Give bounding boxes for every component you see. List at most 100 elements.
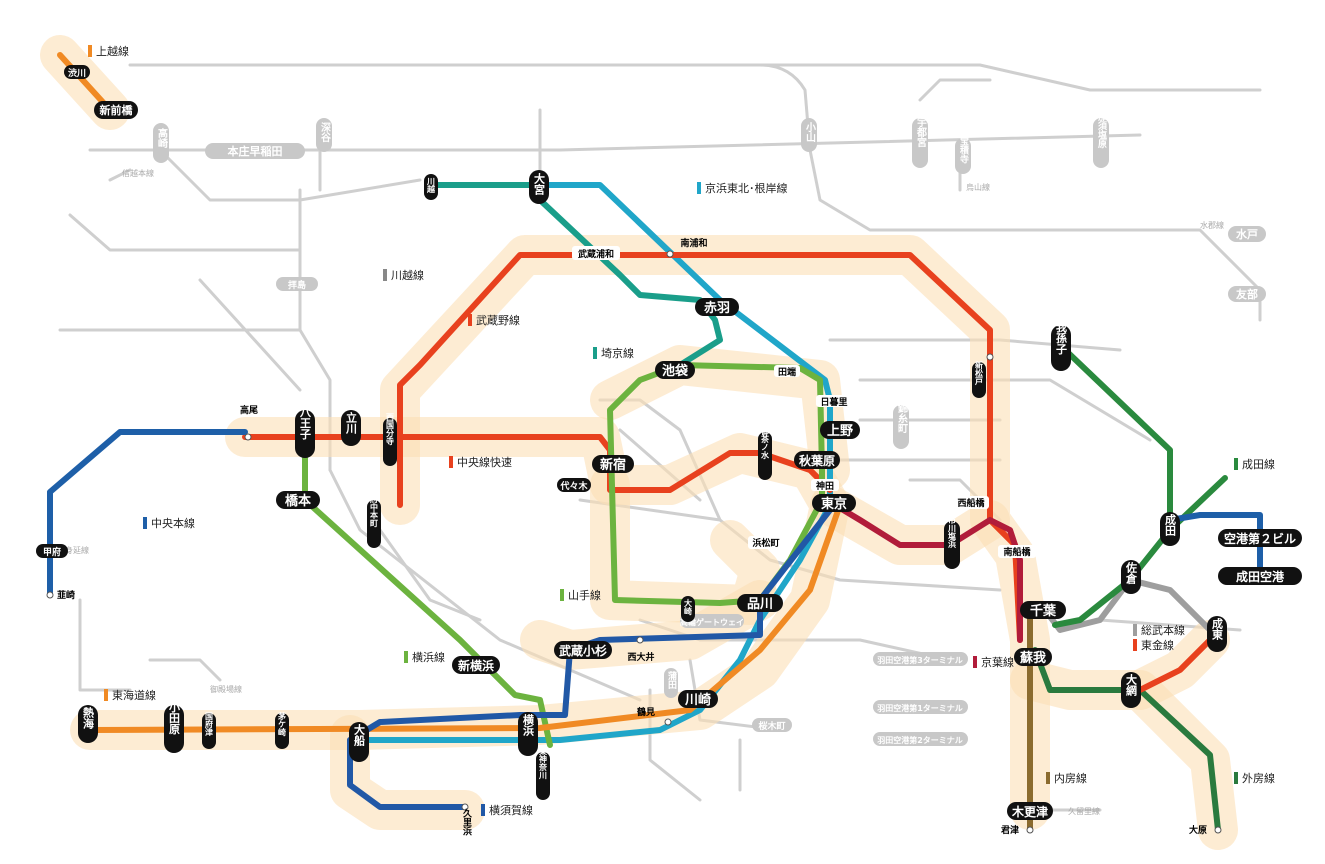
gray-station-haneda3: 羽田空港第3ターミナル	[873, 652, 968, 666]
svg-text:桜木町: 桜木町	[758, 720, 785, 732]
svg-text:君津: 君津	[1001, 824, 1019, 836]
station-ueno[interactable]: 上野	[820, 421, 860, 439]
station-narita[interactable]: 成田	[1160, 512, 1180, 546]
gray-station-sakuragicho: 桜木町	[752, 718, 792, 732]
gray-line-gotemba: 御殿場線	[210, 684, 242, 694]
station-kawasaki[interactable]: 川崎	[678, 690, 718, 708]
gray-line-suigun: 水郡線	[1200, 220, 1224, 230]
station-ichikawashiohama[interactable]: 市川塩浜	[944, 515, 960, 569]
station-tabata[interactable]: 田端	[774, 365, 800, 378]
svg-text:国府津: 国府津	[205, 711, 214, 737]
gray-station-kamata: 蒲田	[664, 668, 678, 698]
station-musashiurawa[interactable]: 武蔵浦和	[572, 246, 620, 260]
svg-text:大宮: 大宮	[533, 172, 546, 196]
svg-text:赤羽: 赤羽	[704, 300, 730, 316]
station-chigasaki[interactable]: 茅ケ崎	[275, 711, 289, 749]
station-shinjuku[interactable]: 新宿	[592, 455, 634, 473]
gray-stations: 高崎 深谷 本庄早稲田 小山 宇都宮 宝積寺 那須塩原 水戸	[65, 112, 1266, 816]
svg-text:熱海: 熱海	[82, 706, 95, 730]
station-narita-airport[interactable]: 成田空港	[1218, 567, 1302, 585]
station-nishifunabashi[interactable]: 西船橋	[953, 496, 989, 509]
legend-keihin-negishi: 京浜東北･根岸線	[697, 181, 788, 195]
station-nishioi[interactable]: 西大井	[627, 636, 655, 663]
station-kozu[interactable]: 国府津	[202, 711, 216, 749]
station-yoyogi[interactable]: 代々木	[557, 478, 591, 492]
svg-text:武蔵浦和: 武蔵浦和	[578, 248, 614, 260]
station-shinyokohama[interactable]: 新横浜	[452, 656, 500, 674]
station-ikebukuro[interactable]: 池袋	[655, 361, 695, 379]
svg-text:武蔵野線: 武蔵野線	[476, 313, 520, 327]
legend-chuo-main: 中央本線	[143, 516, 195, 530]
gray-station-haneda2: 羽田空港第2ターミナル	[873, 732, 968, 746]
station-kisarazu[interactable]: 木更津	[1007, 802, 1053, 820]
station-takao[interactable]: 高尾	[240, 404, 258, 441]
station-hachioji[interactable]: 八王子	[295, 406, 315, 458]
gray-station-hoshakuji: 宝積寺	[955, 135, 971, 174]
station-yokohama[interactable]: 横浜	[518, 712, 538, 756]
station-kimitsu[interactable]: 君津	[1001, 824, 1034, 836]
station-nishikokubunji[interactable]: 西国分寺	[383, 413, 397, 466]
station-shibukawa[interactable]: 渋川	[64, 65, 90, 79]
station-hamamatsucho[interactable]: 浜松町	[748, 536, 784, 549]
station-odawara[interactable]: 小田原	[164, 700, 184, 753]
legend-narita: 成田線	[1234, 457, 1275, 471]
station-nirasaki[interactable]: 韮崎	[46, 589, 75, 601]
station-shinmatsudo[interactable]: 新松戸	[972, 353, 994, 398]
station-osaki[interactable]: 大崎	[681, 596, 695, 622]
svg-text:久里浜: 久里浜	[461, 807, 472, 836]
svg-text:山手線: 山手線	[568, 588, 601, 602]
station-tsurumi[interactable]: 鶴見	[637, 706, 672, 726]
station-minamiurawa[interactable]: 南浦和	[666, 237, 708, 258]
station-tachikawa[interactable]: 立川	[341, 410, 361, 446]
station-hashimoto[interactable]: 橋本	[276, 491, 320, 509]
svg-text:池袋: 池袋	[662, 363, 689, 379]
station-fuchuhommachi[interactable]: 府中本町	[367, 494, 381, 548]
svg-text:横須賀線: 横須賀線	[489, 803, 533, 817]
station-shinagawa[interactable]: 品川	[737, 594, 783, 612]
svg-text:茅ケ崎: 茅ケ崎	[278, 711, 287, 737]
station-musashikosugi[interactable]: 武蔵小杉	[554, 641, 612, 659]
station-minamifunabashi[interactable]: 南船橋	[998, 545, 1036, 558]
svg-text:西国分寺: 西国分寺	[386, 413, 395, 446]
station-atami[interactable]: 熱海	[78, 705, 98, 743]
svg-text:埼京線: 埼京線	[601, 346, 634, 360]
station-omiya[interactable]: 大宮	[529, 170, 549, 204]
station-abiko[interactable]: 我孫子	[1051, 320, 1071, 371]
svg-text:木更津: 木更津	[1011, 804, 1048, 819]
svg-text:大船: 大船	[353, 723, 366, 747]
station-ohara[interactable]: 大原	[1189, 824, 1222, 836]
station-akihabara[interactable]: 秋葉原	[794, 451, 840, 469]
svg-text:府中本町: 府中本町	[370, 494, 379, 528]
station-ofuna[interactable]: 大船	[349, 722, 369, 762]
station-kofu[interactable]: 甲府	[36, 544, 68, 558]
svg-text:横浜線: 横浜線	[412, 650, 445, 664]
svg-text:京浜東北･根岸線: 京浜東北･根岸線	[705, 181, 788, 195]
legend-yamanote: 山手線	[560, 588, 601, 602]
gray-station-oyama: 小山	[801, 118, 817, 152]
station-soga[interactable]: 蘇我	[1014, 648, 1052, 666]
svg-text:東海道線: 東海道線	[112, 688, 156, 702]
station-airport2[interactable]: 空港第２ビル	[1218, 529, 1302, 547]
station-ochanomizu[interactable]: 御茶ノ水	[758, 426, 772, 480]
station-kawagoe[interactable]: 川越	[424, 174, 438, 200]
station-chiba[interactable]: 千葉	[1020, 601, 1066, 619]
svg-text:新横浜: 新横浜	[458, 658, 494, 673]
station-shinmaebashi[interactable]: 新前橋	[94, 101, 138, 119]
station-tokyo[interactable]: 東京	[812, 494, 856, 512]
gray-station-fukaya: 深谷	[316, 118, 332, 152]
legend-keiyo: 京葉線	[973, 655, 1014, 669]
station-kanda[interactable]: 神田	[811, 479, 839, 492]
legend-yokohama: 横浜線	[404, 650, 445, 664]
station-oami[interactable]: 大網	[1121, 672, 1141, 708]
station-naruto[interactable]: 成東	[1207, 616, 1227, 652]
svg-text:小田原: 小田原	[168, 700, 182, 735]
station-akabane[interactable]: 赤羽	[695, 298, 739, 316]
svg-text:成田空港: 成田空港	[1236, 569, 1285, 584]
svg-text:外房線: 外房線	[1242, 771, 1275, 785]
station-higashikanagawa[interactable]: 東神奈川	[536, 746, 550, 800]
station-nippori[interactable]: 日暮里	[816, 395, 852, 408]
svg-text:空港第２ビル: 空港第２ビル	[1224, 531, 1296, 546]
station-kurihama[interactable]: 久里浜	[461, 803, 472, 836]
svg-text:秋葉原: 秋葉原	[799, 453, 835, 468]
station-sakura[interactable]: 佐倉	[1121, 560, 1141, 594]
